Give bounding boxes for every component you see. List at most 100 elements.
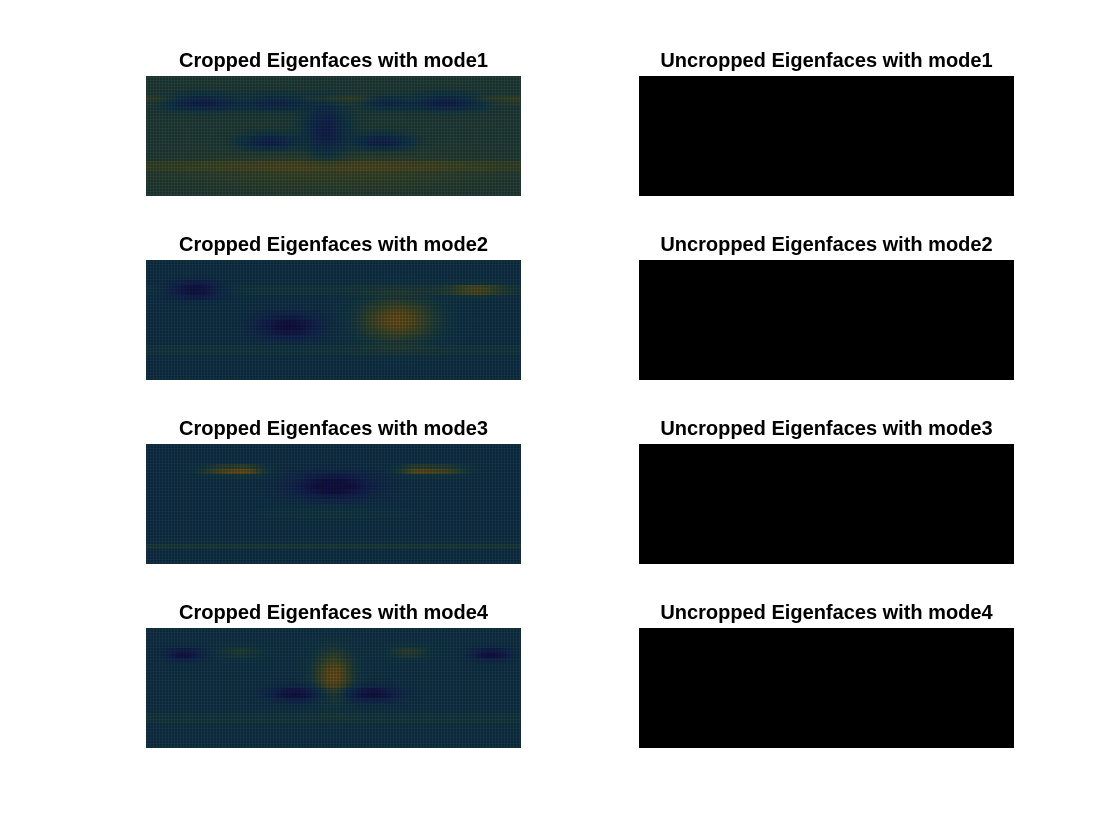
heatmap-cell xyxy=(181,181,187,187)
heatmap-cell xyxy=(346,474,352,480)
heatmap-cell xyxy=(181,111,187,117)
heatmap-cell xyxy=(241,285,247,291)
heatmap-cell xyxy=(516,76,521,82)
heatmap-cell xyxy=(286,345,292,351)
heatmap-cell xyxy=(516,156,521,162)
heatmap-cell xyxy=(441,295,447,301)
heatmap-cell xyxy=(506,290,512,296)
heatmap-cell xyxy=(411,375,417,380)
heatmap-cell xyxy=(316,191,322,196)
heatmap-cell xyxy=(416,355,422,361)
heatmap-cell xyxy=(156,176,162,182)
heatmap-cell xyxy=(391,111,397,117)
heatmap-cell xyxy=(236,156,242,162)
heatmap-cell xyxy=(216,340,222,346)
heatmap-cell xyxy=(226,370,232,376)
heatmap-cell xyxy=(326,156,332,162)
heatmap-cell xyxy=(506,161,512,167)
heatmap-cell xyxy=(191,106,197,112)
heatmap-cell xyxy=(481,191,487,196)
heatmap-cell xyxy=(251,350,257,356)
heatmap-cell xyxy=(391,499,397,505)
heatmap-cell xyxy=(301,121,307,127)
heatmap-cell xyxy=(196,464,202,470)
heatmap-cell xyxy=(246,91,252,97)
heatmap-cell xyxy=(151,91,157,97)
heatmap-cell xyxy=(261,365,267,371)
heatmap-cell xyxy=(456,136,462,142)
heatmap-cell xyxy=(371,300,377,306)
heatmap-cell xyxy=(391,350,397,356)
heatmap-cell xyxy=(356,355,362,361)
heatmap-cell xyxy=(231,454,237,460)
heatmap-cell xyxy=(441,156,447,162)
heatmap-cells xyxy=(146,260,521,380)
heatmap-cell xyxy=(491,365,497,371)
heatmap-cell xyxy=(481,494,487,500)
heatmap-cell xyxy=(336,355,342,361)
heatmap-cell xyxy=(241,131,247,137)
heatmap-cell xyxy=(506,86,512,92)
heatmap-cell xyxy=(371,101,377,107)
heatmap-cell xyxy=(236,479,242,485)
heatmap-cell xyxy=(186,191,192,196)
heatmap-cell xyxy=(506,166,512,172)
heatmap-cell xyxy=(361,290,367,296)
heatmap-cell xyxy=(476,300,482,306)
heatmap-cell xyxy=(236,300,242,306)
heatmap-cell xyxy=(351,330,357,336)
heatmap-cell xyxy=(151,161,157,167)
heatmap-cell xyxy=(191,166,197,172)
heatmap-cell xyxy=(396,454,402,460)
heatmap-cell xyxy=(381,280,387,286)
heatmap-cell xyxy=(196,295,202,301)
heatmap-cell xyxy=(151,345,157,351)
heatmap-cell xyxy=(496,365,502,371)
heatmap-cell xyxy=(341,186,347,192)
heatmap-cell xyxy=(431,86,437,92)
heatmap-cell xyxy=(261,111,267,117)
heatmap-cell xyxy=(411,355,417,361)
mesh-grid xyxy=(146,76,521,196)
heatmap-cell xyxy=(256,360,262,366)
heatmap-cell xyxy=(336,484,342,490)
heatmap-cell xyxy=(431,106,437,112)
heatmap-cell xyxy=(156,280,162,286)
heatmap-cell xyxy=(181,186,187,192)
heatmap-cell xyxy=(461,111,467,117)
heatmap-cell xyxy=(281,479,287,485)
heatmap-cell xyxy=(491,320,497,326)
heatmap-cell xyxy=(161,320,167,326)
heatmap-cell xyxy=(376,469,382,475)
heatmap-cell xyxy=(376,315,382,321)
heatmap-cell xyxy=(426,166,432,172)
heatmap-cell xyxy=(176,96,182,102)
heatmap-cell xyxy=(326,464,332,470)
heatmap-cell xyxy=(151,285,157,291)
heatmap-cell xyxy=(201,265,207,271)
heatmap-cell xyxy=(441,479,447,485)
heatmap-cell xyxy=(381,186,387,192)
heatmap-cell xyxy=(431,191,437,196)
heatmap-cell xyxy=(231,320,237,326)
heatmap-cell xyxy=(221,474,227,480)
heatmap-cell xyxy=(261,176,267,182)
heatmap-cell xyxy=(426,474,432,480)
heatmap-cell xyxy=(211,86,217,92)
heatmap-cell xyxy=(271,151,277,157)
heatmap-cell xyxy=(216,151,222,157)
heatmap-cell xyxy=(286,499,292,505)
heatmap-cell xyxy=(366,171,372,177)
heatmap-cell xyxy=(256,355,262,361)
heatmap-cell xyxy=(276,81,282,87)
heatmap-cell xyxy=(246,330,252,336)
heatmap-cell xyxy=(361,444,367,450)
heatmap-cell xyxy=(226,176,232,182)
heatmap-cell xyxy=(496,474,502,480)
heatmap-cell xyxy=(161,335,167,341)
heatmap-cell xyxy=(406,91,412,97)
heatmap-cell xyxy=(201,449,207,455)
heatmap-cell xyxy=(391,494,397,500)
heatmap-cell xyxy=(231,479,237,485)
heatmap-cell xyxy=(271,156,277,162)
